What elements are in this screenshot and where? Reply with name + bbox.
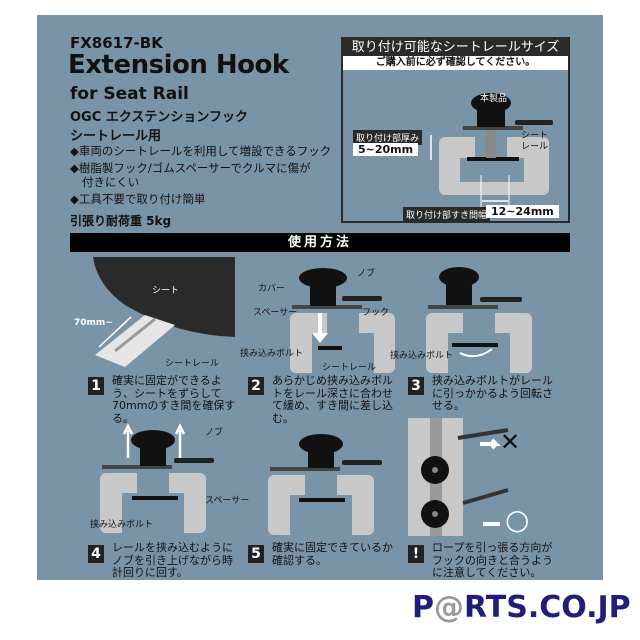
step2-illustration xyxy=(290,268,395,373)
caution-number: ! xyxy=(408,545,424,563)
rail-size-note: ご購入前に必ず確認してください。 xyxy=(343,56,568,70)
step-number-5: 5 xyxy=(248,545,264,563)
step1-illustration xyxy=(93,257,235,367)
product-name-jp-2: シートレール用 xyxy=(70,129,162,144)
ng-mark-icon: ✕ xyxy=(500,428,521,456)
cover-label: カバー xyxy=(258,284,286,294)
hook-label: フック xyxy=(362,308,390,318)
caution-text: ロープを引っ張る方向がフックの向きと合うように注意してください。 xyxy=(432,541,553,579)
step-text-4: レールを挟み込むようにノブを引き上げながら時計回りに回す。 xyxy=(112,541,233,579)
thickness-value: 5~20mm xyxy=(353,143,419,156)
spacer-label-2: スペーサー xyxy=(205,496,250,506)
clamp-bolt-label-3: 挟み込みボルト xyxy=(90,520,154,530)
knob-label-1: ノブ xyxy=(357,269,376,279)
clearance-label: 70mm~ xyxy=(74,318,113,328)
logo-post: RTS.CO.JP xyxy=(464,590,631,625)
feature-2-cont: 付きにくい xyxy=(82,175,140,189)
step-text-1: 確実に固定ができるよう、シートをずらして70mmのすき間を確保する。 xyxy=(112,374,236,425)
step-text-5: 確実に固定できているか確認する。 xyxy=(272,541,393,567)
ok-mark-icon: ○ xyxy=(505,503,530,536)
step-number-4: 4 xyxy=(88,545,104,563)
parts-logo: P@RTS.CO.JP xyxy=(412,590,631,625)
product-label: 本製品 xyxy=(480,94,508,104)
rail-size-header: 取り付け可能なシートレールサイズ xyxy=(343,39,568,56)
feature-2: ◆樹脂製フック/ゴムスペーサーでクルマに傷が xyxy=(70,161,311,175)
product-subtitle: for Seat Rail xyxy=(70,84,189,104)
rail-size-box: 取り付け可能なシートレールサイズ ご購入前に必ず確認してください。 本製品 シー… xyxy=(341,37,570,223)
knob-label-2: ノブ xyxy=(205,428,224,438)
seat-label: シート xyxy=(152,286,180,296)
rail-size-diagram xyxy=(430,93,553,212)
step-number-2: 2 xyxy=(248,377,264,395)
feature-3: ◆工具不要で取り付け簡単 xyxy=(70,192,206,206)
load-rating: 引張り耐荷重 5kg xyxy=(70,214,172,228)
rail-label: シート レール xyxy=(521,131,549,152)
product-title: Extension Hook xyxy=(68,50,289,80)
spacer-label-1: スペーサー xyxy=(253,308,298,318)
logo-pre: P xyxy=(412,590,434,625)
model-number: FX8617-BK xyxy=(70,34,163,52)
product-name-jp: OGC エクステンションフック xyxy=(70,110,249,125)
clamp-bolt-label-1: 挟み込みボルト xyxy=(240,349,304,359)
step-number-1: 1 xyxy=(88,377,104,395)
logo-at: @ xyxy=(434,590,464,625)
step-text-3: 挟み込みボルトがレールに引っかかるよう回転させる。 xyxy=(432,374,553,412)
clamp-bolt-label-2: 挟み込みボルト xyxy=(390,351,454,361)
step-number-3: 3 xyxy=(408,377,424,395)
step-text-2: あらかじめ挟み込みボルトをレール深さに合わせて緩め、すき間に差し込む。 xyxy=(272,374,393,425)
howto-header: 使用方法 xyxy=(70,233,570,252)
caution-illustration xyxy=(408,418,509,536)
step3-illustration xyxy=(426,267,532,373)
thickness-label: 取り付け部厚み xyxy=(353,130,423,145)
step4-illustration xyxy=(100,423,214,533)
seat-rail-label-1: シートレール xyxy=(165,359,220,369)
step5-illustration xyxy=(268,434,382,535)
gap-label: 取り付け部すき間幅 xyxy=(403,207,491,222)
seat-rail-label-2: シートレール xyxy=(322,363,377,373)
gap-value: 12~24mm xyxy=(486,205,559,218)
feature-1: ◆車両のシートレールを利用して増設できるフック xyxy=(70,144,332,158)
